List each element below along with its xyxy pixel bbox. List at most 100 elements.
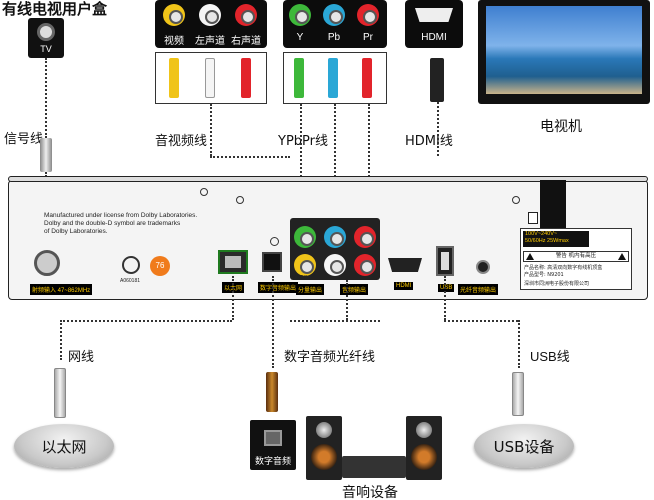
ethernet-device: 以太网	[14, 424, 114, 468]
usb-cable-line-h	[444, 320, 518, 322]
screw-icon-2	[236, 196, 244, 204]
right-speaker	[406, 416, 442, 480]
av-output-block	[290, 218, 380, 280]
usb-plug-icon	[512, 372, 524, 416]
left-speaker	[306, 416, 342, 480]
left-output-jack	[324, 254, 346, 276]
pr-jack-label: Pr	[363, 32, 373, 43]
hdmi-cable-line	[437, 102, 439, 156]
video-jack-label: 视频	[164, 36, 184, 47]
hdmi-cable-label: HDMI线	[405, 134, 453, 149]
manufacturer: 深圳市同洲电子股份有限公司	[524, 281, 590, 287]
network-cable-line-v2	[60, 320, 62, 360]
rf-input-label: 射频输入 47~862MHz	[30, 284, 93, 295]
y-jack-label: Y	[296, 32, 304, 43]
optical-port	[262, 252, 282, 272]
rating-power-spec: 50/60Hz 25Wmax	[525, 238, 569, 244]
optical-plug-icon	[266, 372, 278, 412]
spdif-port-label: 光纤音频输出	[458, 284, 499, 295]
center-speaker	[342, 456, 406, 478]
usb-device: USB设备	[474, 424, 574, 468]
signal-cable-label: 信号线	[4, 132, 44, 147]
rating-power-box: 100V~240V~ 50/60Hz 25Wmax	[523, 231, 589, 247]
ethernet-device-label: 以太网	[41, 437, 87, 456]
usb-port-label: USB	[438, 284, 455, 292]
audio-cable-line-a	[346, 280, 348, 320]
power-cord	[540, 180, 566, 228]
pr-jack	[357, 4, 379, 26]
hdmi-jack-panel: HDMI	[405, 0, 463, 48]
product-name: 产品名称: 高清双向数字有线机顶盒	[524, 265, 603, 271]
television	[478, 0, 650, 104]
optical-cable-label: 数字音频光纤线	[284, 350, 376, 365]
usb-port	[436, 246, 454, 276]
certification-badge: 76	[150, 256, 170, 276]
usb-device-label: USB设备	[493, 437, 555, 456]
pr-plug	[362, 58, 372, 98]
tweeter-icon-right	[416, 422, 432, 438]
av-plug-group	[155, 52, 267, 104]
dolby-notice-line-3: of Dolby Laboratories.	[44, 228, 108, 235]
tv-antenna-label: TV	[40, 44, 52, 54]
woofer-icon	[311, 444, 337, 470]
usb-cable-line-v2	[518, 320, 520, 368]
tv-screen	[486, 6, 642, 94]
tweeter-icon	[316, 422, 332, 438]
component-output-label: 分量输出	[296, 284, 325, 295]
audio-output-label: 音频输出	[340, 284, 369, 295]
right-output-jack	[354, 254, 376, 276]
coax-plug-icon	[40, 138, 52, 172]
signal-cable-line	[45, 58, 47, 138]
audio-system-label: 音响设备	[342, 485, 398, 500]
hdmi-output-port	[388, 258, 422, 272]
warning-box: 警告 机内有高压	[523, 251, 629, 262]
rating-power: 100V~240V~	[525, 231, 558, 237]
certification-badge-number: 76	[155, 261, 165, 270]
right-jack-label: 右声道	[231, 36, 261, 47]
optical-port-label: 数字音频输出	[258, 282, 299, 293]
y-output-jack	[294, 226, 316, 248]
pb-jack	[323, 4, 345, 26]
ypbpr-plug-group	[283, 52, 387, 104]
hdmi-port-icon	[415, 8, 453, 22]
dolby-notice-line-1: Manufactured under license from Dolby La…	[44, 212, 198, 219]
rj45-socket-icon	[225, 256, 241, 268]
ypbpr-cable-label: YPbPr线	[278, 134, 328, 149]
av-cable-line-h	[210, 156, 290, 158]
rating-sticker: 100V~240V~ 50/60Hz 25Wmax 警告 机内有高压 产品名称:…	[520, 228, 632, 290]
optical-socket-icon	[264, 430, 282, 446]
dolby-notice-line-2: Dolby and the double-D symbol are tradem…	[44, 220, 181, 227]
usb-socket-icon	[441, 252, 449, 270]
rj45-plug-icon	[54, 368, 66, 418]
warning-triangle-icon	[526, 253, 534, 260]
network-cable-line-h	[60, 320, 232, 322]
video-jack	[163, 4, 185, 26]
page-title: 有线电视用户盒	[2, 0, 108, 18]
pb-jack-label: Pb	[327, 32, 341, 43]
video-plug	[169, 58, 179, 98]
digital-audio-device: 数字音频	[250, 420, 296, 470]
certification-mark-icon	[122, 256, 140, 274]
video-output-jack	[294, 254, 316, 276]
digital-audio-label: 数字音频	[254, 457, 291, 467]
power-switch-icon	[528, 212, 538, 224]
tv-label: 电视机	[540, 119, 582, 135]
screw-icon	[200, 188, 208, 196]
left-audio-jack	[199, 4, 221, 26]
hdmi-plug	[430, 58, 444, 102]
product-model: 产品型号: N9201	[524, 272, 564, 278]
usb-cable-line-v	[444, 276, 446, 320]
tv-antenna-socket: TV	[28, 18, 64, 58]
coax-socket-icon	[37, 23, 55, 41]
rf-input-port	[34, 250, 60, 276]
pb-output-jack	[324, 226, 346, 248]
certification-code: A060181	[120, 278, 141, 284]
ypbpr-cable-line-c	[368, 104, 370, 224]
pr-output-jack	[354, 226, 376, 248]
warning-triangle-icon-right	[618, 253, 626, 260]
left-jack-label: 左声道	[195, 36, 225, 47]
warning-text: 警告 机内有高压	[555, 253, 597, 259]
av-cable-label: 音视频线	[155, 134, 208, 149]
screw-icon-3	[512, 196, 520, 204]
box-top-edge	[8, 176, 648, 182]
